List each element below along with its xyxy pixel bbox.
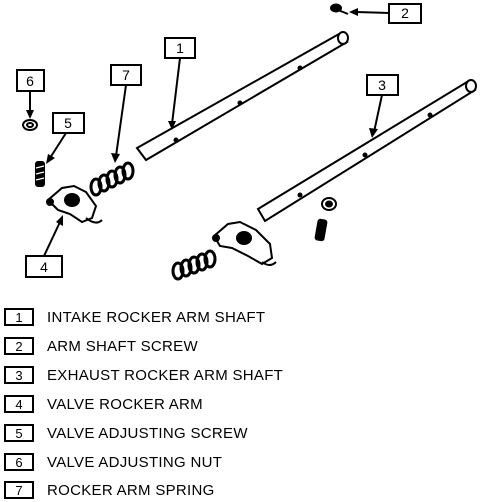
callout-4: 4 — [25, 215, 63, 278]
valve-rocker-arm — [46, 184, 103, 224]
legend-item-6: 6 VALVE ADJUSTING NUT — [4, 451, 222, 473]
svg-text:7: 7 — [122, 67, 130, 83]
legend-number: 7 — [4, 481, 34, 499]
rocker-arm-exploded-diagram: 1 2 3 4 5 6 7 — [16, 3, 477, 281]
legend-label: VALVE ADJUSTING NUT — [47, 453, 223, 471]
legend-number: 6 — [4, 453, 34, 471]
legend-number: 1 — [4, 308, 34, 326]
arm-shaft-screw — [330, 3, 349, 15]
legend-item-3: 3 EXHAUST ROCKER ARM SHAFT — [4, 364, 283, 386]
legend-label: VALVE ADJUSTING SCREW — [47, 424, 248, 442]
svg-text:2: 2 — [401, 5, 409, 21]
callout-2: 2 — [349, 3, 422, 24]
legend-label: ROCKER ARM SPRING — [47, 481, 215, 499]
legend-label: INTAKE ROCKER ARM SHAFT — [47, 308, 266, 326]
legend-item-5: 5 VALVE ADJUSTING SCREW — [4, 422, 248, 444]
intake-rocker-arm-shaft — [135, 31, 349, 162]
legend-label: EXHAUST ROCKER ARM SHAFT — [47, 366, 284, 384]
svg-text:4: 4 — [40, 259, 48, 275]
callout-5: 5 — [46, 112, 85, 164]
legend-item-7: 7 ROCKER ARM SPRING — [4, 479, 215, 501]
legend-number: 3 — [4, 366, 34, 384]
callout-1: 1 — [164, 37, 196, 130]
valve-adjusting-nut-lower — [321, 197, 337, 211]
svg-text:6: 6 — [26, 73, 34, 89]
callout-6: 6 — [16, 69, 45, 119]
svg-text:3: 3 — [378, 77, 386, 93]
legend-label: ARM SHAFT SCREW — [47, 337, 198, 355]
legend-item-2: 2 ARM SHAFT SCREW — [4, 335, 198, 357]
legend-number: 4 — [4, 395, 34, 413]
legend-number: 5 — [4, 424, 34, 442]
valve-rocker-arm-lower — [212, 220, 277, 266]
valve-adjusting-screw — [35, 161, 45, 187]
valve-adjusting-screw-lower — [314, 218, 328, 242]
rocker-arm-spring — [89, 161, 135, 197]
legend-item-4: 4 VALVE ROCKER ARM — [4, 393, 203, 415]
svg-text:1: 1 — [176, 40, 184, 56]
exhaust-rocker-arm-shaft — [256, 79, 477, 223]
valve-adjusting-nut — [22, 119, 38, 131]
legend-number: 2 — [4, 337, 34, 355]
callout-7: 7 — [110, 64, 142, 163]
callout-3: 3 — [366, 74, 399, 138]
rocker-arm-spring-lower — [171, 249, 217, 281]
legend-item-1: 1 INTAKE ROCKER ARM SHAFT — [4, 306, 265, 328]
legend-label: VALVE ROCKER ARM — [47, 395, 203, 413]
svg-text:5: 5 — [64, 115, 72, 131]
